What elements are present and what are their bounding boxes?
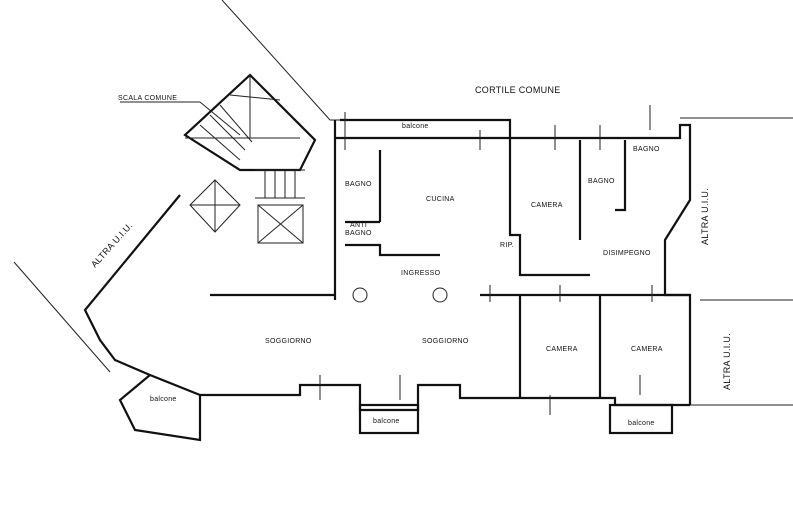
columns [352, 287, 448, 303]
other-unit-right-bottom-label: ALTRA U.I.U. [722, 333, 732, 390]
balcony-1-label: balcone [150, 396, 177, 403]
section-marks [319, 105, 653, 415]
bathroom-1-label: BAGNO [345, 181, 372, 188]
living-1-label: SOGGIORNO [265, 338, 312, 345]
site-lines [13, 0, 793, 406]
balcony-top-label: balcone [402, 123, 429, 130]
balcony-3-label: balcone [628, 420, 655, 427]
anti-bath-label-2: BAGNO [345, 230, 372, 237]
stair-label: SCALA COMUNE [118, 95, 177, 102]
other-unit-left-label: ALTRA U.I.U. [89, 220, 135, 269]
bedroom-2-label: CAMERA [546, 346, 578, 353]
living-2-label: SOGGIORNO [422, 338, 469, 345]
bedroom-3-label: CAMERA [631, 346, 663, 353]
hallway-label: DISIMPEGNO [603, 250, 651, 257]
walls [83, 118, 692, 442]
common-stair [120, 73, 317, 244]
storage-label: RIP. [500, 242, 514, 249]
bathroom-2-label: BAGNO [588, 178, 615, 185]
anti-bath-label-1: ANTI [350, 222, 367, 229]
bedroom-1-label: CAMERA [531, 202, 563, 209]
other-unit-right-top-label: ALTRA U.I.U. [700, 188, 710, 245]
kitchen-label: CUCINA [426, 196, 455, 203]
balcony-2-label: balcone [373, 418, 400, 425]
entrance-label: INGRESSO [401, 270, 441, 277]
courtyard-label: CORTILE COMUNE [475, 85, 561, 95]
bathroom-3-label: BAGNO [633, 146, 660, 153]
